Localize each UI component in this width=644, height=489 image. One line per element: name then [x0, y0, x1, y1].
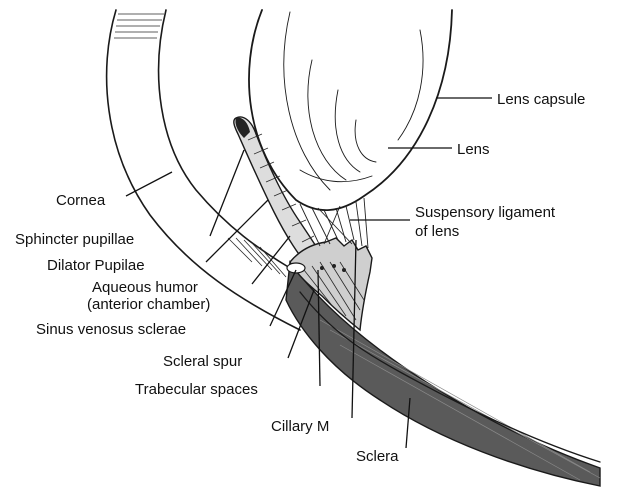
labels: Lens capsule Lens Suspensory ligament of…	[15, 91, 585, 465]
label-dilator-pupilae: Dilator Pupilae	[47, 257, 145, 274]
leader-cornea	[125, 171, 173, 197]
label-aqueous-humor-line2: (anterior chamber)	[87, 296, 210, 313]
leader-dilator	[205, 199, 269, 263]
label-aqueous-humor-line1: Aqueous humor	[92, 279, 198, 296]
suspensory-ligament-fibers	[299, 197, 369, 249]
label-sinus-venosus-sclerae: Sinus venosus sclerae	[36, 321, 186, 338]
ciliary-body-shape	[286, 237, 373, 332]
leader-sphincter	[209, 149, 245, 237]
label-scleral-spur: Scleral spur	[163, 353, 242, 370]
label-lens: Lens	[457, 141, 490, 158]
label-trabecular-spaces: Trabecular spaces	[135, 381, 258, 398]
cornea-shape	[105, 9, 301, 331]
label-ciliary-m: Cillary M	[271, 418, 329, 435]
sclera-shape	[285, 260, 601, 487]
leader-sclera	[405, 397, 411, 449]
label-sphincter-pupillae: Sphincter pupillae	[15, 231, 134, 248]
lens-shape	[248, 9, 453, 211]
label-sclera: Sclera	[356, 448, 399, 465]
iris-shape	[233, 116, 327, 271]
leader-scleral-spur	[287, 289, 315, 359]
leader-aqueous	[251, 235, 291, 285]
leader-lines	[125, 97, 492, 449]
label-suspensory-ligament-line2: of lens	[415, 223, 459, 240]
label-cornea: Cornea	[56, 192, 106, 209]
label-suspensory-ligament-line1: Suspensory ligament	[415, 204, 556, 221]
leader-ciliary	[351, 239, 357, 419]
leader-trabecular	[317, 269, 321, 387]
leader-sinus	[269, 269, 297, 327]
label-lens-capsule: Lens capsule	[497, 91, 585, 108]
